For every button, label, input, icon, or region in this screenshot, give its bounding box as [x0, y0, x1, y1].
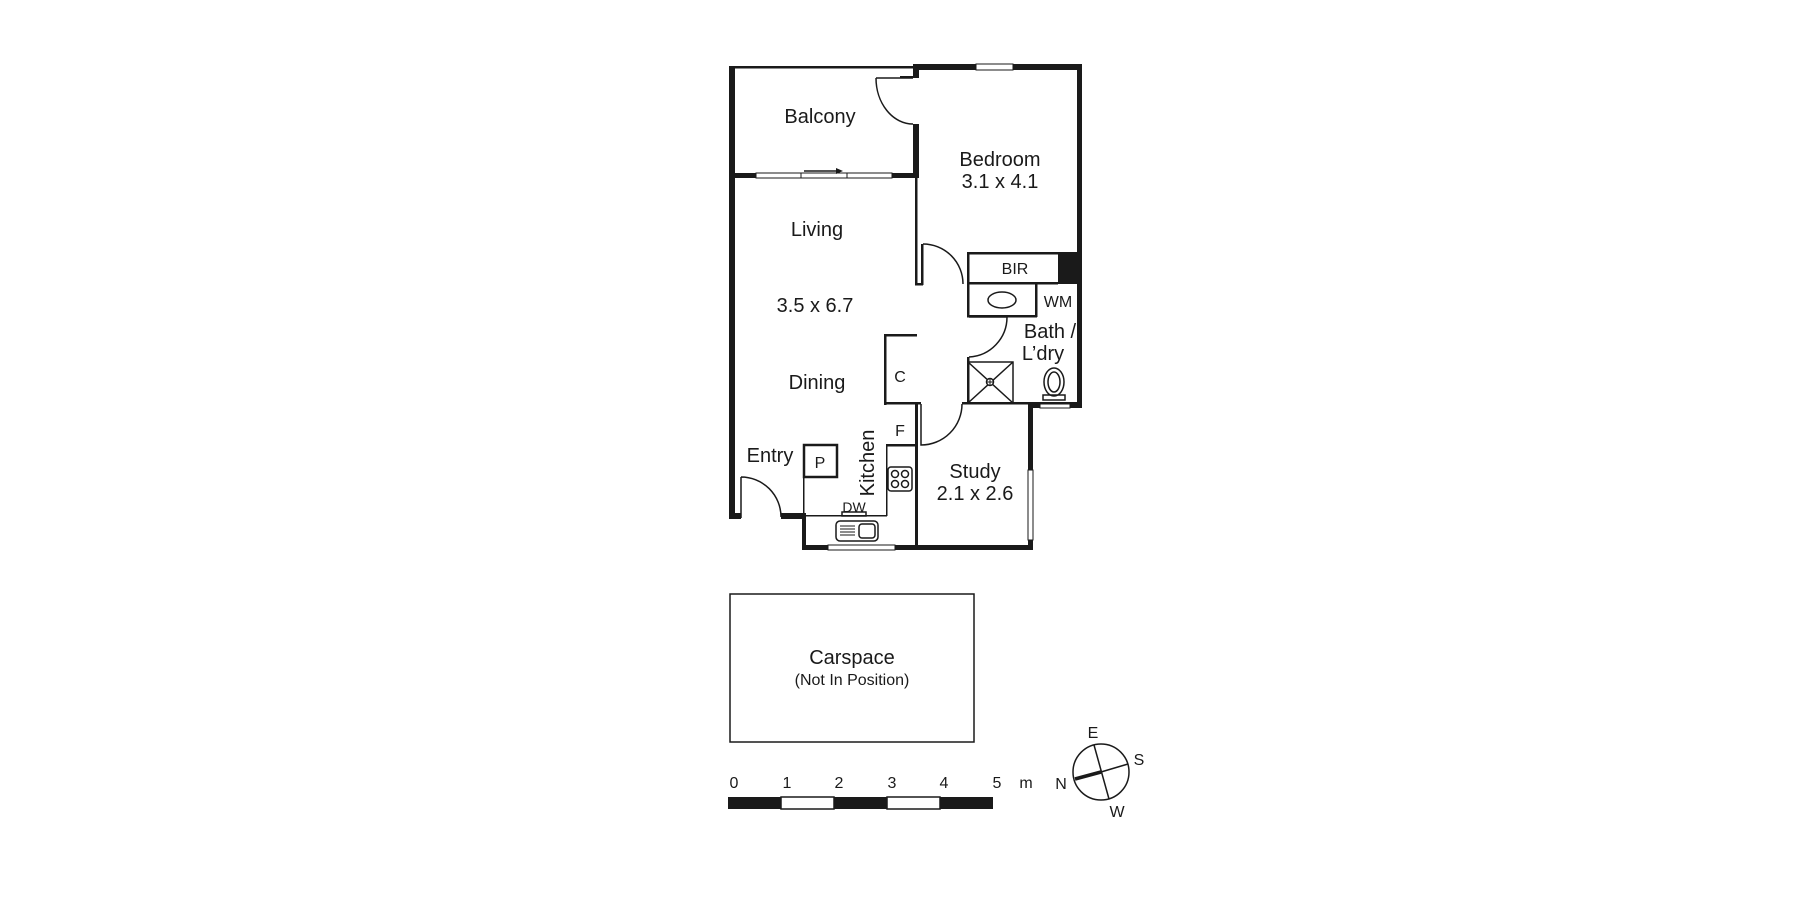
carspace-box — [729, 593, 975, 743]
room-label-kitchen: Kitchen — [857, 430, 879, 497]
basin-icon — [987, 291, 1017, 309]
fixture-label-bir: BIR — [1002, 261, 1029, 278]
scale-unit: m — [1019, 775, 1032, 792]
scale-tick-2: 2 — [835, 775, 844, 792]
entry-door-icon — [740, 476, 782, 518]
room-dims-bedroom: 3.1 x 4.1 — [962, 171, 1039, 193]
scale-tick-4: 4 — [940, 775, 949, 792]
balcony-door-icon — [875, 77, 914, 125]
fixture-label-cupboard: C — [894, 369, 906, 386]
sink-icon — [835, 520, 879, 542]
room-label-bath-line2: L’dry — [1022, 343, 1064, 365]
fixture-label-pantry: P — [815, 455, 826, 472]
scale-tick-0: 0 — [730, 775, 739, 792]
room-label-bath-line1: Bath / — [1024, 321, 1077, 343]
compass-north: N — [1055, 776, 1067, 793]
sliding-door-arrow-icon — [804, 168, 843, 174]
shower-icon — [967, 361, 1014, 404]
scale-bar: 0 1 2 3 4 5 m — [728, 775, 1033, 810]
compass-south: S — [1134, 752, 1145, 769]
compass-icon: E S W N — [1055, 725, 1144, 821]
room-label-study: Study — [949, 461, 1000, 483]
scale-tick-5: 5 — [993, 775, 1002, 792]
fixture-label-wm: WM — [1044, 294, 1072, 311]
door-swings — [740, 77, 1008, 518]
carspace-note: (Not In Position) — [795, 672, 910, 689]
room-dims-living: 3.5 x 6.7 — [777, 295, 854, 317]
cooktop-icon — [887, 466, 913, 492]
bath-door-icon — [968, 316, 1008, 358]
pantry-box — [802, 443, 839, 479]
scale-tick-3: 3 — [888, 775, 897, 792]
compass-east: E — [1088, 725, 1099, 742]
toilet-icon — [1042, 367, 1066, 401]
walls — [729, 64, 1082, 550]
bedroom-door-icon — [922, 243, 964, 285]
carspace-label: Carspace — [809, 647, 895, 669]
fixture-label-dishwasher: DW — [842, 499, 866, 515]
room-label-dining: Dining — [789, 372, 846, 394]
room-label-entry: Entry — [747, 445, 794, 467]
room-label-living: Living — [791, 219, 843, 241]
windows — [755, 63, 1071, 551]
room-label-balcony: Balcony — [784, 106, 855, 128]
dishwasher-icon — [841, 511, 867, 517]
fixtures — [835, 291, 1066, 542]
compass-west: W — [1109, 804, 1125, 821]
room-dims-study: 2.1 x 2.6 — [937, 483, 1014, 505]
study-door-icon — [920, 403, 963, 446]
fixture-label-fridge: F — [895, 423, 905, 440]
room-label-bedroom: Bedroom — [959, 149, 1040, 171]
scale-tick-1: 1 — [783, 775, 792, 792]
